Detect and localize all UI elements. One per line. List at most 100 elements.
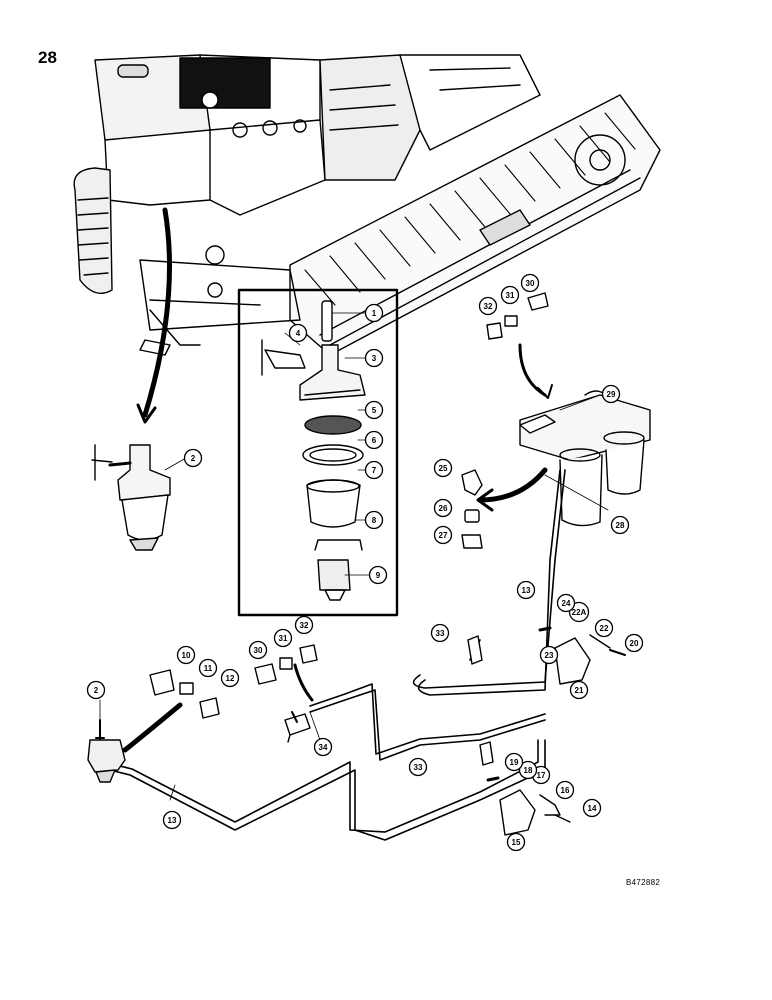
callout-label: 26: [439, 504, 448, 513]
part-4-valve: [264, 349, 306, 369]
callout-c10: 10: [176, 645, 196, 665]
callout-c13b: 13: [162, 810, 182, 830]
callout-circle: [294, 615, 314, 635]
callout-label: 19: [510, 758, 519, 767]
part-3-bowl-head: [299, 344, 366, 401]
callout-circle: [610, 515, 630, 535]
callout-c33a: 33: [430, 623, 450, 643]
callout-label: 24: [562, 599, 571, 608]
callout-circle: [364, 460, 384, 480]
fuel-line-33: [309, 689, 546, 761]
callout-label: 31: [279, 634, 288, 643]
callout-label: 13: [522, 586, 531, 595]
callout-circle: [86, 680, 106, 700]
callout-circle: [520, 273, 540, 293]
filler-cap: [117, 64, 149, 78]
callout-circle: [313, 737, 333, 757]
callout-circle: [518, 760, 538, 780]
callout-c22: 22: [594, 618, 614, 638]
callout-circle: [601, 384, 621, 404]
callout-label: 11: [204, 664, 213, 673]
clip-assembly-lower: [486, 776, 571, 836]
callout-circle: [364, 510, 384, 530]
callout-c22a: 22A: [568, 601, 590, 623]
callout-circle: [433, 525, 453, 545]
part-30-connector-top: [527, 292, 549, 311]
sediment-bowl-assembly: [91, 444, 171, 551]
lower-bowl-fitting: [87, 719, 126, 783]
callout-c29: 29: [601, 384, 621, 404]
callout-circle: [624, 633, 644, 653]
callout-circle: [516, 580, 536, 600]
callout-label: 18: [524, 766, 533, 775]
callout-label: 17: [537, 771, 546, 780]
callout-label: 1: [372, 309, 377, 318]
inset-sediment-bowl-exploded: [261, 300, 366, 601]
callout-circle: [433, 498, 453, 518]
filter-canister-2: [605, 439, 645, 495]
callout-circle: [569, 680, 589, 700]
arrow-to-inline-valve: [293, 663, 314, 702]
callout-c7: 7: [364, 460, 384, 480]
callout-label: 3: [372, 354, 377, 363]
callout-label: 13: [168, 816, 177, 825]
callout-label: 22: [600, 624, 609, 633]
callout-circle: [364, 303, 384, 323]
callout-circle: [408, 757, 428, 777]
callout-c31a: 31: [500, 285, 520, 305]
arrow-to-bowl: [142, 207, 172, 418]
arrow-to-fitting: [122, 702, 183, 753]
page-number: 28: [38, 48, 57, 67]
filter-canister-1: [559, 454, 603, 527]
callout-c2a: 2: [183, 448, 203, 468]
callout-circle: [220, 668, 240, 688]
part-31-sleeve-mid: [279, 657, 293, 670]
callout-circle: [364, 348, 384, 368]
callout-label: 34: [319, 743, 328, 752]
callout-label: 4: [296, 329, 301, 338]
callout-c13a: 13: [516, 580, 536, 600]
callout-circle: [433, 458, 453, 478]
callout-c28: 28: [610, 515, 630, 535]
callout-circle: [364, 400, 384, 420]
callout-c27: 27: [433, 525, 453, 545]
callout-c16: 16: [555, 780, 575, 800]
part-10-connector: [149, 669, 175, 696]
part-5-screen: [304, 415, 362, 435]
drawing-code: B472882: [626, 878, 661, 887]
callout-c4: 4: [288, 323, 308, 343]
callout-c3: 3: [364, 348, 384, 368]
callout-label: 8: [372, 516, 377, 525]
callout-c14: 14: [582, 798, 602, 818]
callout-label: 10: [182, 651, 191, 660]
callout-label: 28: [616, 521, 625, 530]
callout-c26: 26: [433, 498, 453, 518]
part-1-tube: [321, 300, 333, 342]
part-32-nut-top: [486, 322, 503, 340]
callout-label: 12: [226, 674, 235, 683]
callout-label: 30: [254, 646, 263, 655]
callout-label: 20: [630, 639, 639, 648]
callout-label: 21: [575, 686, 584, 695]
callout-label: 14: [588, 804, 597, 813]
callout-label: 16: [561, 786, 570, 795]
callout-label: 15: [512, 838, 521, 847]
callout-c32a: 32: [478, 296, 498, 316]
callout-circle: [556, 593, 576, 613]
callout-label: 29: [607, 390, 616, 399]
engine-block: [319, 54, 421, 181]
callout-c24: 24: [556, 593, 576, 613]
callout-label: 7: [372, 466, 377, 475]
callout-c19: 19: [504, 752, 524, 772]
callout-c1: 1: [364, 303, 384, 323]
callout-circle: [500, 285, 520, 305]
part-25-elbow: [461, 469, 483, 496]
callout-c9: 9: [368, 565, 388, 585]
part-31-sleeve-top: [504, 315, 518, 327]
callout-circle: [539, 645, 559, 665]
callout-circle: [506, 832, 526, 852]
clip-33-upper: [467, 635, 483, 665]
callout-label: 9: [376, 571, 381, 580]
callout-c11: 11: [198, 658, 218, 678]
